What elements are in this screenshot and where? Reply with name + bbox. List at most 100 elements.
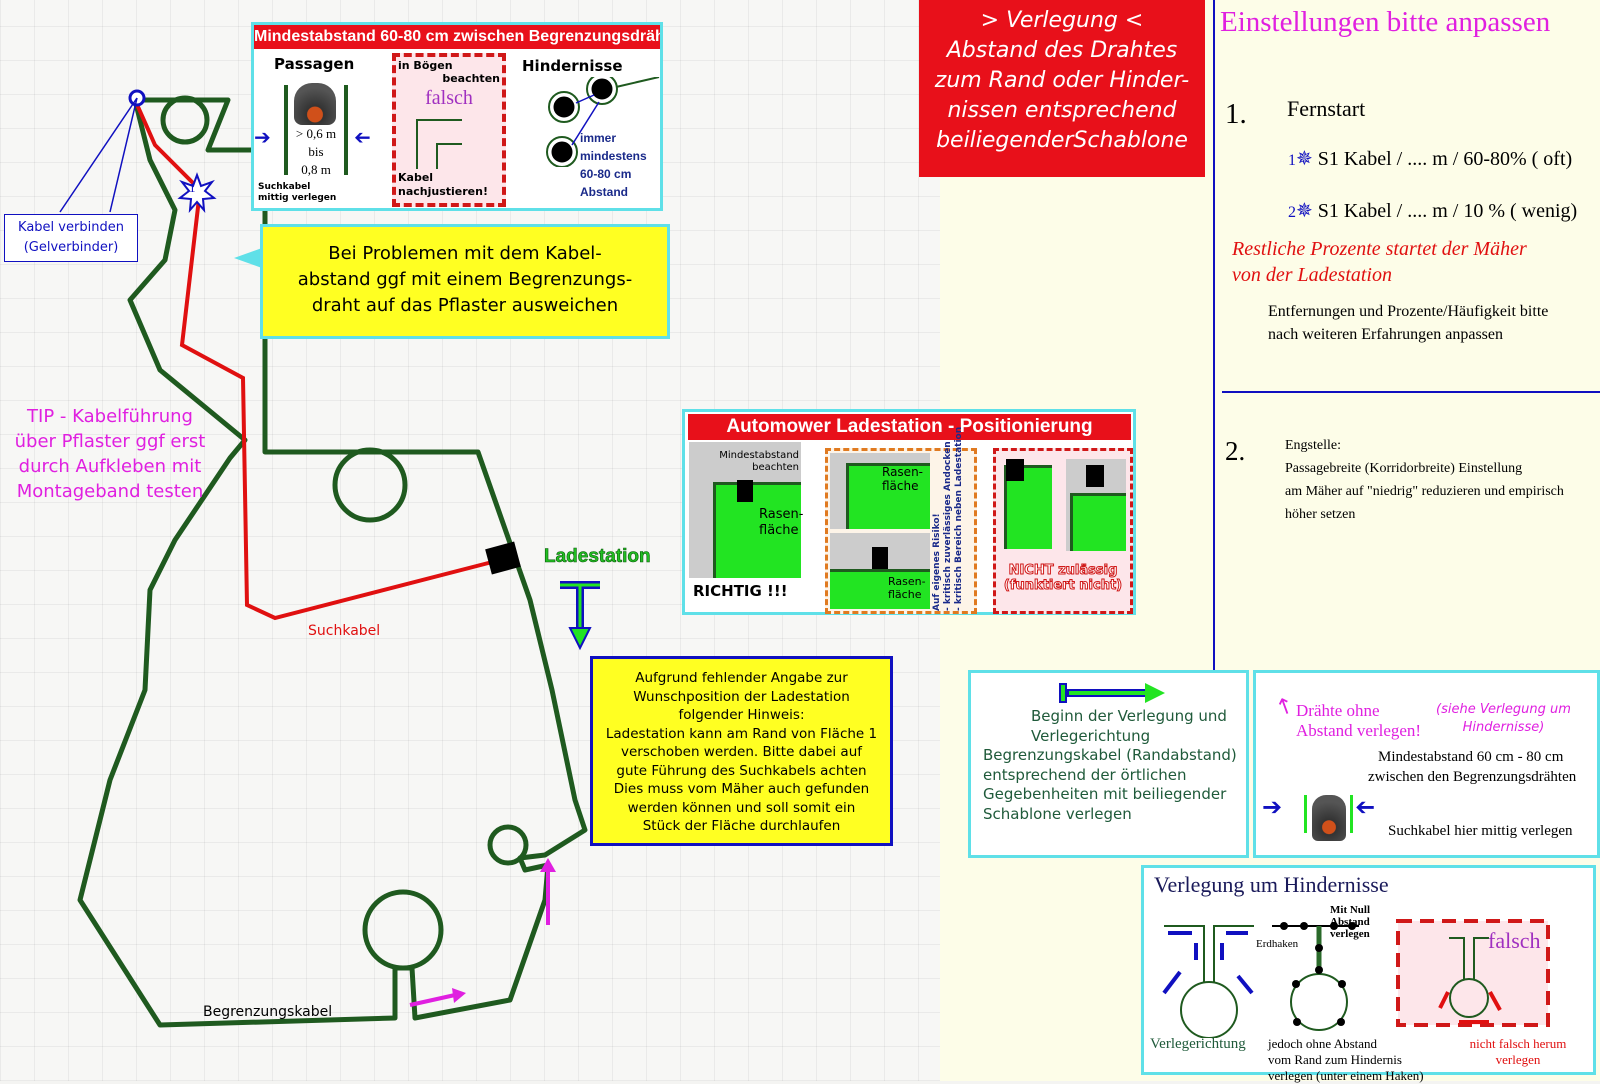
- range-line: 0,8 m: [301, 162, 331, 177]
- setting-text: S1 Kabel / .... m / 10 % ( wenig): [1317, 200, 1578, 222]
- horizontal-divider: [1222, 391, 1600, 393]
- station-note-line: Aufgrund fehlender Angabe zur: [635, 670, 848, 686]
- center-note: Suchkabel hier mittig verlegen: [1388, 823, 1573, 839]
- section-1-items: 1✵ S1 Kabel / .... m / 60-80% ( oft) 2✵ …: [1288, 134, 1577, 238]
- search-note: Suchkabel mittig verlegen: [258, 182, 336, 204]
- mower-icon: [294, 83, 336, 125]
- start-line: Beginn der Verlegung und: [1031, 707, 1227, 725]
- no-gap-label: Drähte ohne Abstand verlegen!: [1296, 701, 1421, 741]
- search-note-line: mittig verlegen: [258, 193, 337, 203]
- start-line: Begrenzungskabel (Randabstand): [983, 746, 1237, 764]
- section-2-number: 2.: [1225, 436, 1246, 466]
- hooks-label: Erdhaken: [1256, 938, 1299, 950]
- obstacles-label: Hindernisse: [522, 57, 623, 75]
- star-icon: 1: [1288, 152, 1296, 169]
- lawn-line: fläche: [759, 523, 799, 538]
- no-gap-line: Drähte ohne: [1296, 701, 1380, 720]
- laying-banner: > Verlegung < Abstand des Drahtes zum Ra…: [919, 0, 1205, 177]
- not-allowed-label: NICHT zulässig (funktiert nicht): [996, 563, 1130, 594]
- adjust-line: Kabel: [398, 171, 434, 184]
- adjust-note: Entfernungen und Prozente/Häufigkeit bit…: [1268, 300, 1548, 346]
- connect-label-line: Kabel verbinden: [18, 220, 124, 235]
- lawn-label: Rasen- fläche: [759, 507, 803, 539]
- see-line: Hindernisse): [1462, 720, 1545, 735]
- search-cable-label: Suchkabel: [308, 623, 381, 639]
- obstacle-circle: [362, 889, 444, 971]
- no-gap-line: verlegen (unter einem Haken): [1268, 1068, 1424, 1083]
- station-label: Ladestation: [544, 546, 651, 568]
- lawn-line: fläche: [882, 479, 919, 493]
- section-2-text: Engstelle: Passagebreite (Korridorbreite…: [1285, 434, 1564, 526]
- section-1-title: Fernstart: [1287, 96, 1366, 121]
- tip-line: über Pflaster ggf erst: [14, 431, 206, 452]
- station-note-line: Stück der Fläche durchlaufen: [642, 818, 841, 834]
- boundary-cable-label: Begrenzungskabel: [203, 1004, 333, 1020]
- remaining-note: Restliche Prozente startet der Mäher von…: [1232, 236, 1527, 288]
- risk-text: Auf eigenes Risiko! - kritisch zuverläss…: [932, 427, 965, 611]
- lawn-line: Rasen-: [882, 465, 923, 479]
- pavement-callout: Bei Problemen mit dem Kabel-abstand ggf …: [260, 224, 670, 339]
- wires-panel: ↑ Drähte ohne Abstand verlegen! (siehe V…: [1253, 670, 1600, 858]
- station-note-line: verschoben werden. Bitte dabei auf: [620, 744, 863, 760]
- obstacles-diagram: [546, 77, 660, 167]
- start-line: Schablone verlegen: [983, 804, 1132, 823]
- setting-text: S1 Kabel / .... m / 60-80% ( oft): [1317, 148, 1573, 170]
- zero-line: Mit Null: [1330, 904, 1371, 916]
- arrow-left-icon: ➔: [354, 125, 371, 149]
- correct-diagram: Mindestabstand beachten Rasen- fläche: [689, 442, 803, 578]
- vertical-divider: [1213, 0, 1215, 670]
- see-note: (siehe Verlegung um Hindernisse): [1436, 701, 1571, 737]
- curves-line: in Bögen: [398, 59, 453, 72]
- start-line: Gegebenheiten mit beiliegender: [983, 785, 1227, 803]
- start-line: Verlegerichtung: [1031, 726, 1151, 745]
- zero-label: Mit Null Abstand verlegen: [1330, 904, 1370, 940]
- remaining-line: Restliche Prozente startet der Mäher: [1232, 238, 1527, 260]
- see-line: (siehe Verlegung um: [1436, 702, 1571, 717]
- lawn-line: Rasen-: [888, 575, 926, 588]
- not-allowed-box: NICHT zulässig (funktiert nicht): [993, 448, 1133, 614]
- not-allowed-line: (funktiert nicht): [1003, 578, 1123, 594]
- section-1-number: 1.: [1225, 98, 1247, 130]
- station-note-line: Ladestation kann am Rand von Fläche 1: [605, 725, 878, 742]
- min-distance-line: Mindestabstand: [719, 450, 799, 461]
- obstacle-note-line: Abstand: [580, 185, 628, 199]
- range-text: > 0,6 m bis 0,8 m: [284, 125, 348, 179]
- adjust-line: Entfernungen und Prozente/Häufigkeit bit…: [1268, 303, 1549, 320]
- arrow-right-icon: ➔: [1262, 793, 1283, 821]
- min-distance-note: Mindestabstand 60 cm - 80 cm zwischen de…: [1368, 747, 1576, 787]
- correct-label: RICHTIG !!!: [693, 582, 788, 600]
- not-allowed-line: NICHT zulässig: [1008, 563, 1118, 579]
- station-note: Aufgrund fehlender Angabe zur Wunschposi…: [590, 656, 893, 846]
- risk-line: - kritisch zuverlässiges Andocken: [943, 441, 953, 611]
- adjust-line: nach weiteren Erfahrungen anpassen: [1268, 326, 1503, 343]
- connect-label: Kabel verbinden (Gelverbinder): [4, 214, 138, 262]
- star-1-label: 1: [189, 180, 196, 195]
- station-note-line: folgender Hinweis:: [678, 707, 805, 723]
- risk-line: Auf eigenes Risiko!: [932, 513, 942, 611]
- station-note-line: Dies muss vom Mäher auch gefunden: [613, 781, 870, 797]
- banner-line: > Verlegung <: [980, 8, 1144, 33]
- magenta-arrow-icon: [409, 993, 456, 1007]
- garden-map: [59, 89, 600, 1028]
- star-icon: 2: [1288, 204, 1296, 221]
- min-line: zwischen den Begrenzungsdrähten: [1368, 769, 1577, 785]
- not-wrong-line: verlegen: [1495, 1052, 1541, 1067]
- lawn-line: Rasen-: [759, 507, 804, 522]
- banner-line: nissen entsprechend: [947, 98, 1177, 123]
- adjust-label: Kabel nachjustieren!: [398, 171, 488, 199]
- banner-line: zum Rand oder Hinder-: [934, 68, 1190, 93]
- zero-line: Abstand: [1330, 916, 1370, 928]
- search-cable-path: [133, 99, 501, 621]
- station-note-line: werden können und soll somit ein: [627, 799, 856, 816]
- section-2-line: höher setzen: [1285, 507, 1356, 522]
- obstacle-panel: Verlegung um Hindernisse Erdhaken Mit Nu…: [1141, 865, 1596, 1083]
- station-box-title: Automower Ladestation - Positionierung: [688, 414, 1131, 440]
- curves-line: beachten: [442, 72, 500, 85]
- obstacle-circle: [160, 95, 210, 145]
- search-note-line: Suchkabel: [258, 182, 311, 192]
- station-icon: [737, 480, 753, 502]
- star-1-icon: [177, 172, 217, 213]
- risk-box: Rasen-fläche Rasen-fläche Auf eigenes Ri…: [825, 427, 977, 614]
- arrow-left-icon: ➔: [1355, 793, 1376, 821]
- obstacle-circle: [332, 447, 408, 523]
